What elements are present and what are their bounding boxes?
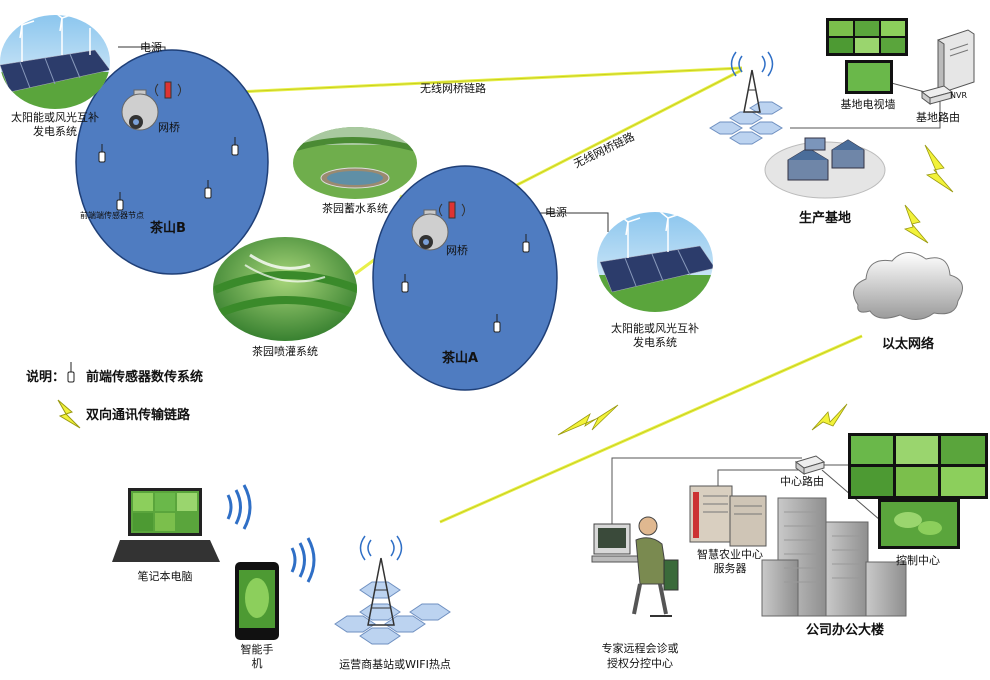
laptop-icon (112, 488, 220, 562)
label-base-router: 基地路由 (916, 110, 960, 124)
wifi-waves-laptop (226, 484, 252, 530)
label-solar-right-1: 太阳能或风光互补 (611, 321, 699, 335)
label-hill-b: 茶山B (150, 220, 186, 236)
solar-system-right (597, 212, 713, 312)
solar-system-left (0, 15, 110, 109)
legend-sensor-icon (67, 362, 75, 383)
base-tower (709, 51, 783, 145)
office-building-icon (761, 497, 907, 617)
label-server-2: 服务器 (714, 562, 747, 575)
label-legend-prefix: 说明： (26, 369, 65, 385)
tea-spray-photo (213, 237, 357, 341)
control-monitors (848, 433, 988, 549)
center-router-icon (794, 455, 826, 475)
nvr-server-icon (937, 29, 975, 93)
label-sensor-node: 前端端传感器节点 (80, 210, 144, 220)
camera-a (411, 209, 449, 251)
tv-wall (826, 18, 908, 94)
label-tv-wall: 基地电视墙 (841, 97, 896, 111)
label-office-building: 公司办公大楼 (806, 622, 884, 638)
label-storage-system: 茶园蓄水系统 (322, 202, 388, 215)
legend-lightning-icon (57, 399, 81, 429)
label-wireless-top: 无线网桥链路 (420, 81, 486, 95)
label-production-base: 生产基地 (799, 210, 851, 226)
label-solar-left-2: 发电系统 (33, 124, 77, 138)
label-power-right: 电源 (545, 205, 567, 219)
label-phone-1: 智能手 (241, 642, 274, 656)
label-center-router: 中心路由 (780, 474, 824, 488)
base-router-icon (920, 85, 954, 105)
camera-b (121, 89, 159, 131)
label-spray-system: 茶园喷灌系统 (252, 345, 318, 358)
label-nvr: NVR (950, 91, 967, 100)
label-bridge-a: 网桥 (446, 244, 468, 257)
label-control-center: 控制中心 (896, 553, 940, 567)
label-legend-link: 双向通讯传输链路 (86, 407, 191, 423)
label-expert-1: 专家远程会诊或 (602, 641, 679, 655)
label-laptop: 笔记本电脑 (138, 569, 193, 583)
label-solar-left-1: 太阳能或风光互补 (11, 110, 99, 124)
bridge-device-b (155, 81, 181, 99)
label-power-left: 电源 (140, 40, 162, 54)
smartphone-icon (235, 562, 279, 640)
label-hill-a: 茶山A (442, 350, 478, 366)
label-base-station: 运营商基站或WIFI热点 (339, 657, 451, 671)
label-phone-2: 机 (252, 656, 263, 670)
server-rack-icon (689, 485, 767, 547)
tea-pond-photo (293, 127, 417, 199)
production-base-icon (764, 137, 886, 199)
label-wireless-mid: 无线网桥链路 (571, 129, 636, 171)
label-solar-right-2: 发电系统 (633, 335, 677, 349)
label-bridge-b: 网桥 (158, 121, 180, 134)
label-expert-2: 授权分控中心 (607, 656, 673, 670)
bridge-device-a (439, 201, 465, 219)
ethernet-cloud-icon (853, 252, 963, 320)
label-server-1: 智慧农业中心 (697, 547, 763, 561)
operator-tower-icon (334, 535, 451, 645)
label-ethernet: 以太网络 (882, 336, 934, 352)
wifi-waves-phone (290, 537, 316, 583)
label-legend-sensor: 前端传感器数传系统 (86, 369, 203, 385)
expert-workstation-icon (591, 516, 679, 617)
